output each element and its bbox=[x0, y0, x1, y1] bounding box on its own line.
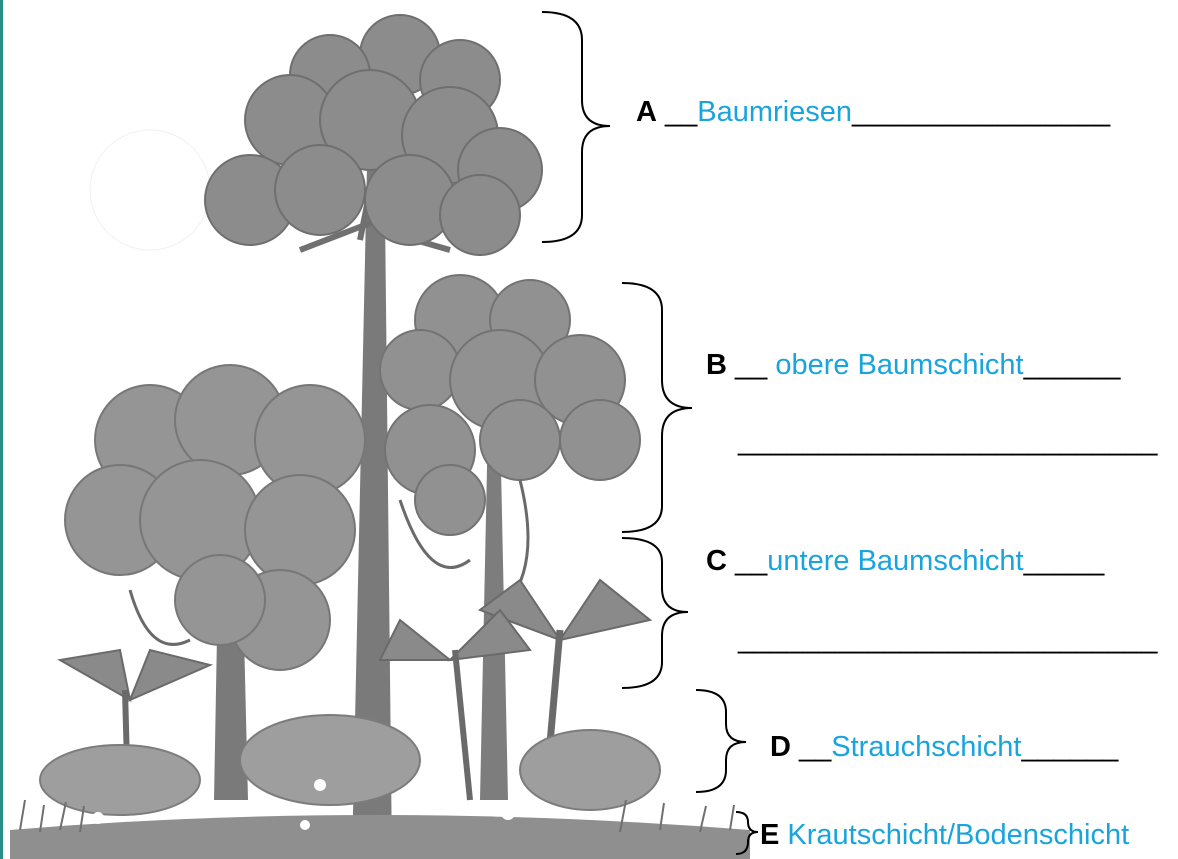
layer-c-label: C __untere Baumschicht_____ bbox=[706, 545, 1105, 577]
layer-letter: A bbox=[636, 96, 657, 128]
layer-answer: Krautschicht/Bodenschicht bbox=[787, 819, 1130, 851]
layer-answer: Strauchschicht bbox=[831, 731, 1022, 763]
layer-letter: C bbox=[706, 545, 727, 577]
layer-e-label: E Krautschicht/Bodenschicht bbox=[760, 818, 1129, 852]
layer-answer: Baumriesen bbox=[697, 96, 853, 128]
layer-letter: B bbox=[706, 349, 727, 381]
layer-letter: E bbox=[760, 819, 780, 851]
bracket-d bbox=[695, 689, 747, 793]
layer-c-extra-line: __________________________ bbox=[738, 623, 1158, 655]
bracket-c bbox=[621, 537, 689, 689]
layer-d-label: D __Strauchschicht______ bbox=[770, 731, 1119, 763]
bracket-b bbox=[621, 282, 693, 533]
layer-answer: obere Baumschicht bbox=[775, 349, 1024, 381]
layer-a-label: A __Baumriesen________________ bbox=[636, 96, 1111, 128]
layer-answer: untere Baumschicht bbox=[767, 545, 1024, 577]
layer-b-extra-line: __________________________ bbox=[738, 425, 1158, 457]
bracket-e bbox=[735, 811, 759, 855]
rainforest-illustration bbox=[10, 14, 750, 859]
layer-letter: D bbox=[770, 731, 791, 763]
bracket-a bbox=[541, 11, 611, 243]
page-edge bbox=[0, 0, 3, 859]
layer-b-label: B __ obere Baumschicht______ bbox=[706, 349, 1121, 381]
